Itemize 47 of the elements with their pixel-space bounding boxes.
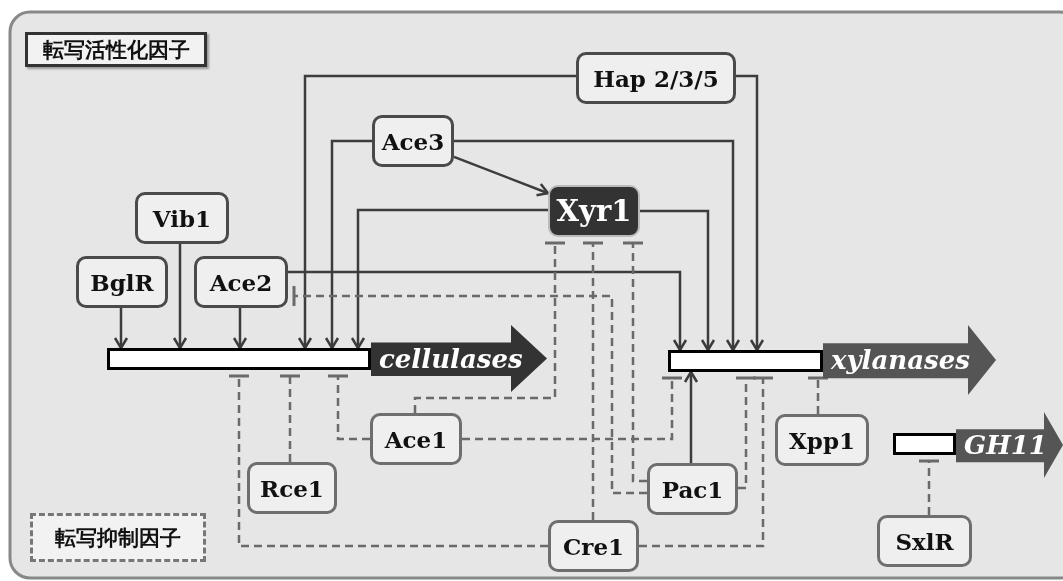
arrow (350, 208, 548, 350)
gene-block (823, 325, 996, 395)
repressor-box: SxlR (877, 515, 972, 567)
arrow (736, 74, 765, 352)
promoter-bar (107, 348, 371, 370)
legend-key: 転写抑制因子 (30, 513, 206, 562)
repressor-box: Cre1 (548, 520, 639, 572)
gene-label: xylanases (831, 344, 970, 377)
inhibition-line (639, 376, 775, 548)
promoter-bar (893, 433, 956, 455)
inhibition-line (413, 241, 567, 413)
inhibition-line (917, 459, 941, 515)
activator-box: BglR (76, 256, 168, 308)
inhibition-line (806, 376, 830, 414)
arrow (454, 139, 741, 352)
repressor-box: Pac1 (647, 463, 738, 515)
arrow (232, 308, 248, 350)
promoter-bar (668, 350, 823, 372)
repressor-box: Ace1 (370, 413, 462, 465)
activator-box: Vib1 (135, 192, 229, 244)
gene-block (956, 412, 1063, 478)
inhibition-line (621, 241, 647, 483)
arrow (640, 209, 716, 352)
activator-box: Xyr1 (548, 185, 640, 237)
inhibition-line (292, 284, 647, 495)
arrow (172, 244, 188, 350)
inhibition-line (734, 376, 758, 490)
inhibition-line (227, 374, 548, 548)
inhibition-line (278, 374, 302, 462)
inhibition-line (462, 376, 684, 441)
legend-key: 転写活性化因子 (25, 32, 207, 67)
gene-block (371, 325, 547, 392)
arrow (113, 308, 129, 350)
gene-label: cellulases (379, 342, 523, 376)
inhibition-line (326, 374, 370, 441)
activator-box: Ace2 (194, 256, 288, 308)
arrow (297, 74, 576, 350)
activator-box: Hap 2/3/5 (576, 52, 736, 104)
activator-box: Ace3 (372, 115, 454, 167)
gene-label: GH11 (964, 429, 1047, 462)
repressor-box: Xpp1 (775, 414, 869, 466)
arrow (288, 270, 688, 352)
arrow (324, 139, 372, 350)
arrow (683, 370, 699, 463)
inhibition-line (581, 241, 605, 520)
repressor-box: Rce1 (247, 462, 337, 514)
arrow (453, 155, 550, 197)
